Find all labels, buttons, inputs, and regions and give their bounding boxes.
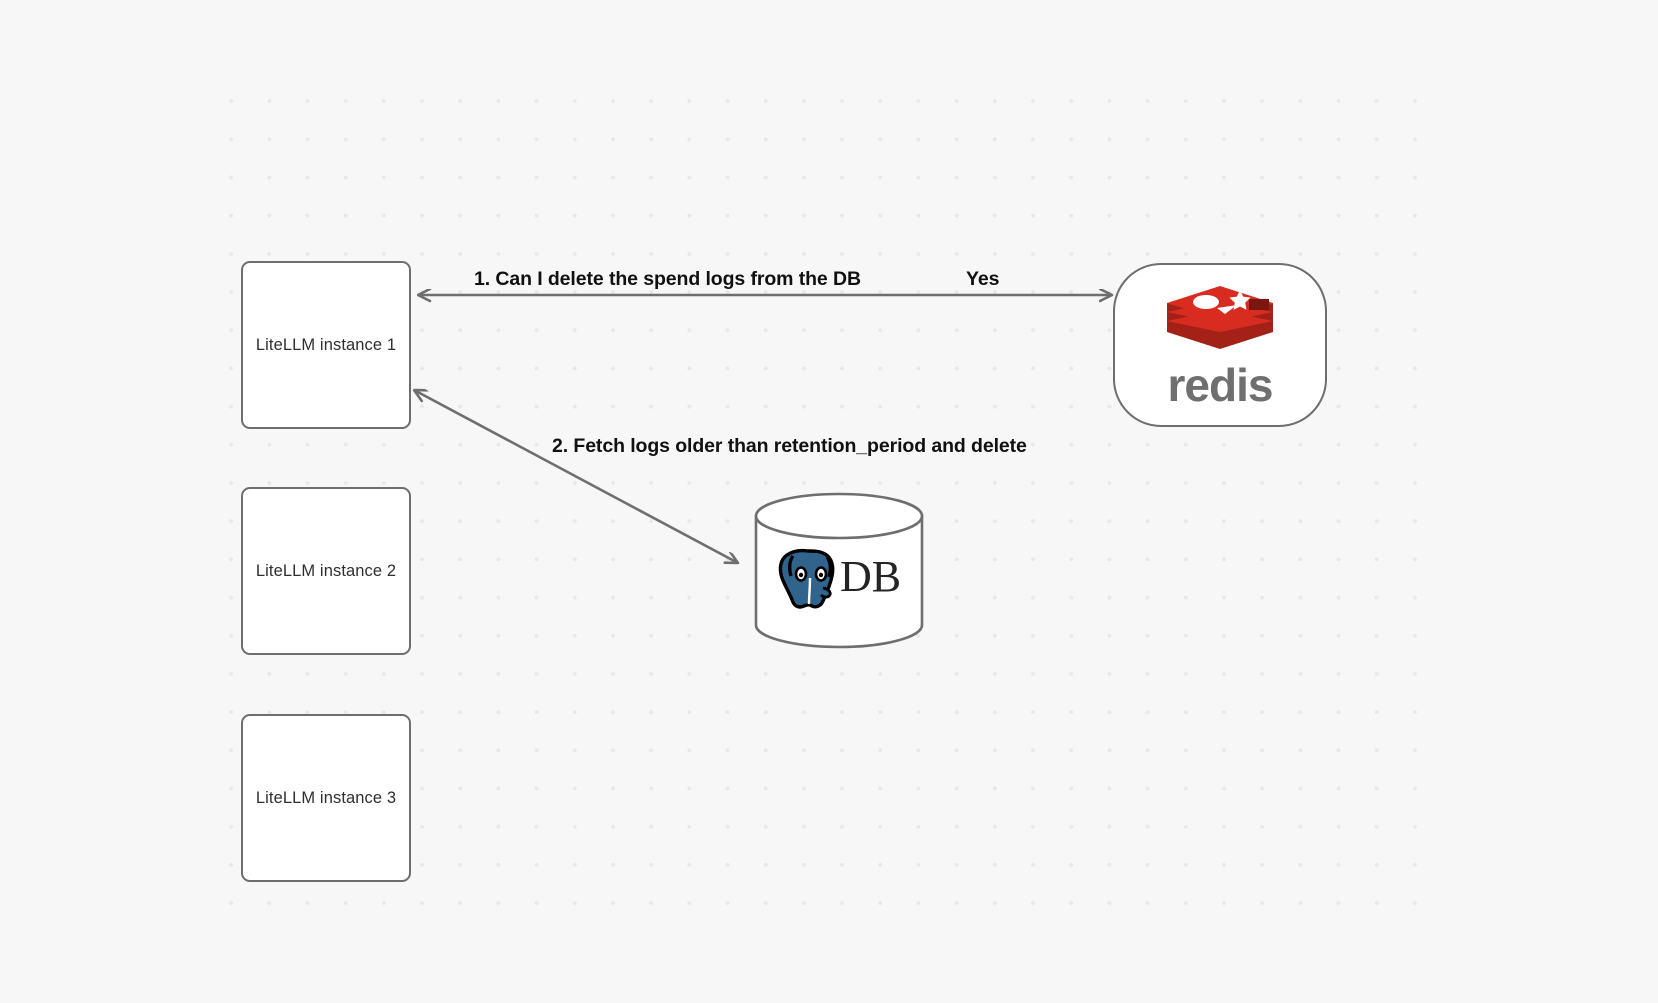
node-db[interactable]: DB [753, 492, 925, 649]
node-label: LiteLLM instance 2 [255, 561, 397, 580]
node-redis[interactable]: redis [1113, 263, 1327, 427]
node-label: LiteLLM instance 1 [255, 335, 397, 354]
edge-label-1-reply: Yes [966, 268, 1000, 290]
node-litellm-instance-2[interactable]: LiteLLM instance 2 [241, 487, 411, 655]
db-text: DB [839, 552, 902, 601]
redis-wordmark: redis [1167, 359, 1274, 411]
edge-label-2: 2. Fetch logs older than retention_perio… [552, 435, 1027, 457]
cylinder-shape [754, 492, 924, 649]
edge-litellm1-db [414, 390, 738, 563]
node-litellm-instance-3[interactable]: LiteLLM instance 3 [241, 714, 411, 882]
edge-label-1: 1. Can I delete the spend logs from the … [474, 268, 861, 290]
node-label: LiteLLM instance 3 [255, 788, 397, 807]
postgresql-elephant-icon [778, 548, 835, 609]
node-litellm-instance-1[interactable]: LiteLLM instance 1 [241, 261, 411, 429]
redis-logo-icon [1167, 286, 1273, 349]
